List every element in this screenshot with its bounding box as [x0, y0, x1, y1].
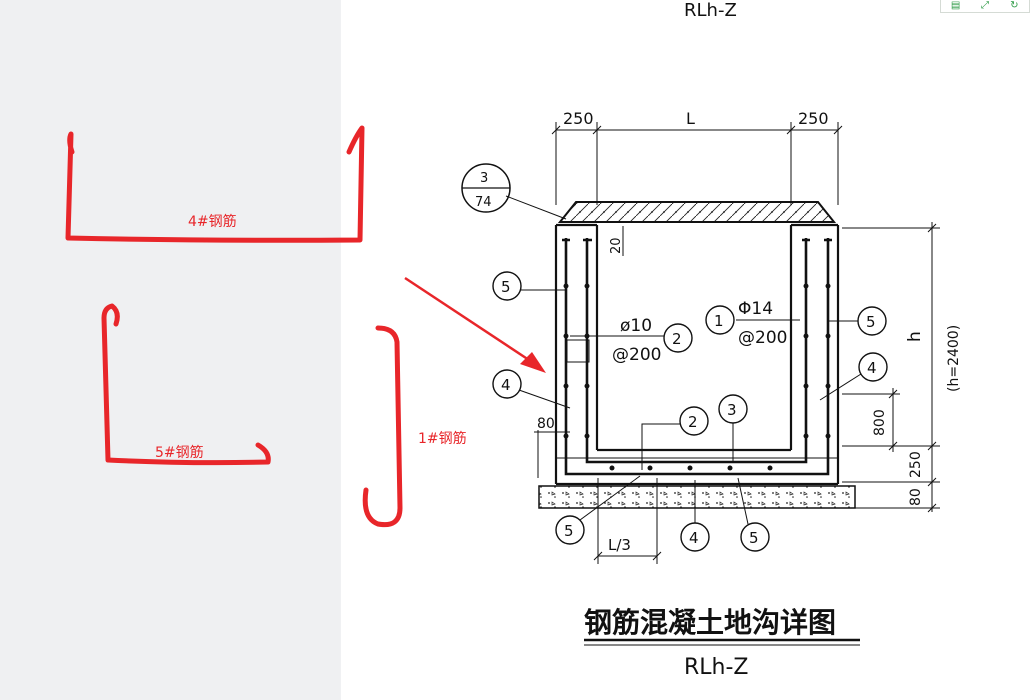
detail-ref-top: 3 — [480, 171, 488, 186]
markup-annotations — [65, 125, 403, 528]
drawing-subtitle: RLh-Z — [684, 655, 749, 680]
third-dimension — [593, 478, 662, 564]
bar1-spacing: @200 — [738, 328, 787, 348]
rotate-icon[interactable]: ↻ — [1010, 0, 1019, 11]
gravel-bed — [538, 485, 856, 509]
viewer-toolbar: ▤ ⤢ ↻ — [940, 0, 1030, 13]
dim-80-bottom: 80 — [908, 488, 924, 506]
bar5-bottom-left-callout: 5 — [564, 522, 574, 540]
dim-left-wall: 250 — [563, 109, 594, 128]
drawing-title: 钢筋混凝土地沟详图 — [584, 606, 836, 639]
dim-right-wall: 250 — [798, 109, 829, 128]
bar2-diameter: ø10 — [620, 316, 652, 336]
detail-ref-bottom: 74 — [475, 195, 492, 210]
bar4-left-callout: 4 — [501, 376, 511, 394]
bar1-sketch — [362, 325, 403, 528]
trench-walls — [554, 223, 840, 486]
height-value: (h=2400) — [946, 325, 962, 392]
bar2-spacing: @200 — [612, 345, 661, 365]
bar4-sketch — [65, 125, 365, 243]
pointer-arrow — [404, 276, 546, 373]
trench-drawing: RLh-Z 250 L 250 3 74 — [461, 0, 962, 680]
dim-800: 800 — [872, 409, 888, 436]
dim-third: L/3 — [608, 536, 631, 554]
bar4-bottom-callout: 4 — [689, 529, 699, 547]
bar2-marker — [566, 339, 590, 363]
bar4-label: 4#钢筋 — [188, 213, 237, 230]
right-dimensions — [842, 222, 940, 513]
left-blank-panel — [0, 0, 340, 700]
bar-left-callout: 5 — [501, 278, 511, 296]
partial-top-title: RLh-Z — [684, 0, 737, 21]
bar2-bottom-callout: 2 — [688, 413, 698, 431]
bar5-label: 5#钢筋 — [155, 444, 204, 461]
top-dimension — [551, 122, 843, 205]
bar3-callout: 3 — [727, 401, 737, 419]
bar2-callout: 2 — [672, 330, 682, 348]
page-icon[interactable]: ▤ — [950, 0, 961, 11]
bar5-bottom-right-callout: 5 — [749, 529, 759, 547]
dim-span: L — [686, 109, 695, 128]
rebar-dots — [563, 283, 831, 471]
bar1-diameter: Φ14 — [738, 299, 773, 319]
wall-rebar — [562, 238, 832, 476]
cover-slab — [557, 201, 837, 223]
bar4-right-callout: 4 — [867, 359, 877, 377]
bar-right-callout: 5 — [866, 313, 876, 331]
expand-icon[interactable]: ⤢ — [980, 0, 989, 11]
bar1-label: 1#钢筋 — [418, 430, 467, 447]
bar1-callout: 1 — [714, 312, 724, 330]
bar5-sketch — [101, 303, 271, 466]
height-label: h — [905, 331, 925, 342]
dim-80-left: 80 — [537, 416, 555, 432]
dim-250-bottom: 250 — [908, 451, 924, 478]
dim-cover: 20 — [609, 237, 624, 254]
